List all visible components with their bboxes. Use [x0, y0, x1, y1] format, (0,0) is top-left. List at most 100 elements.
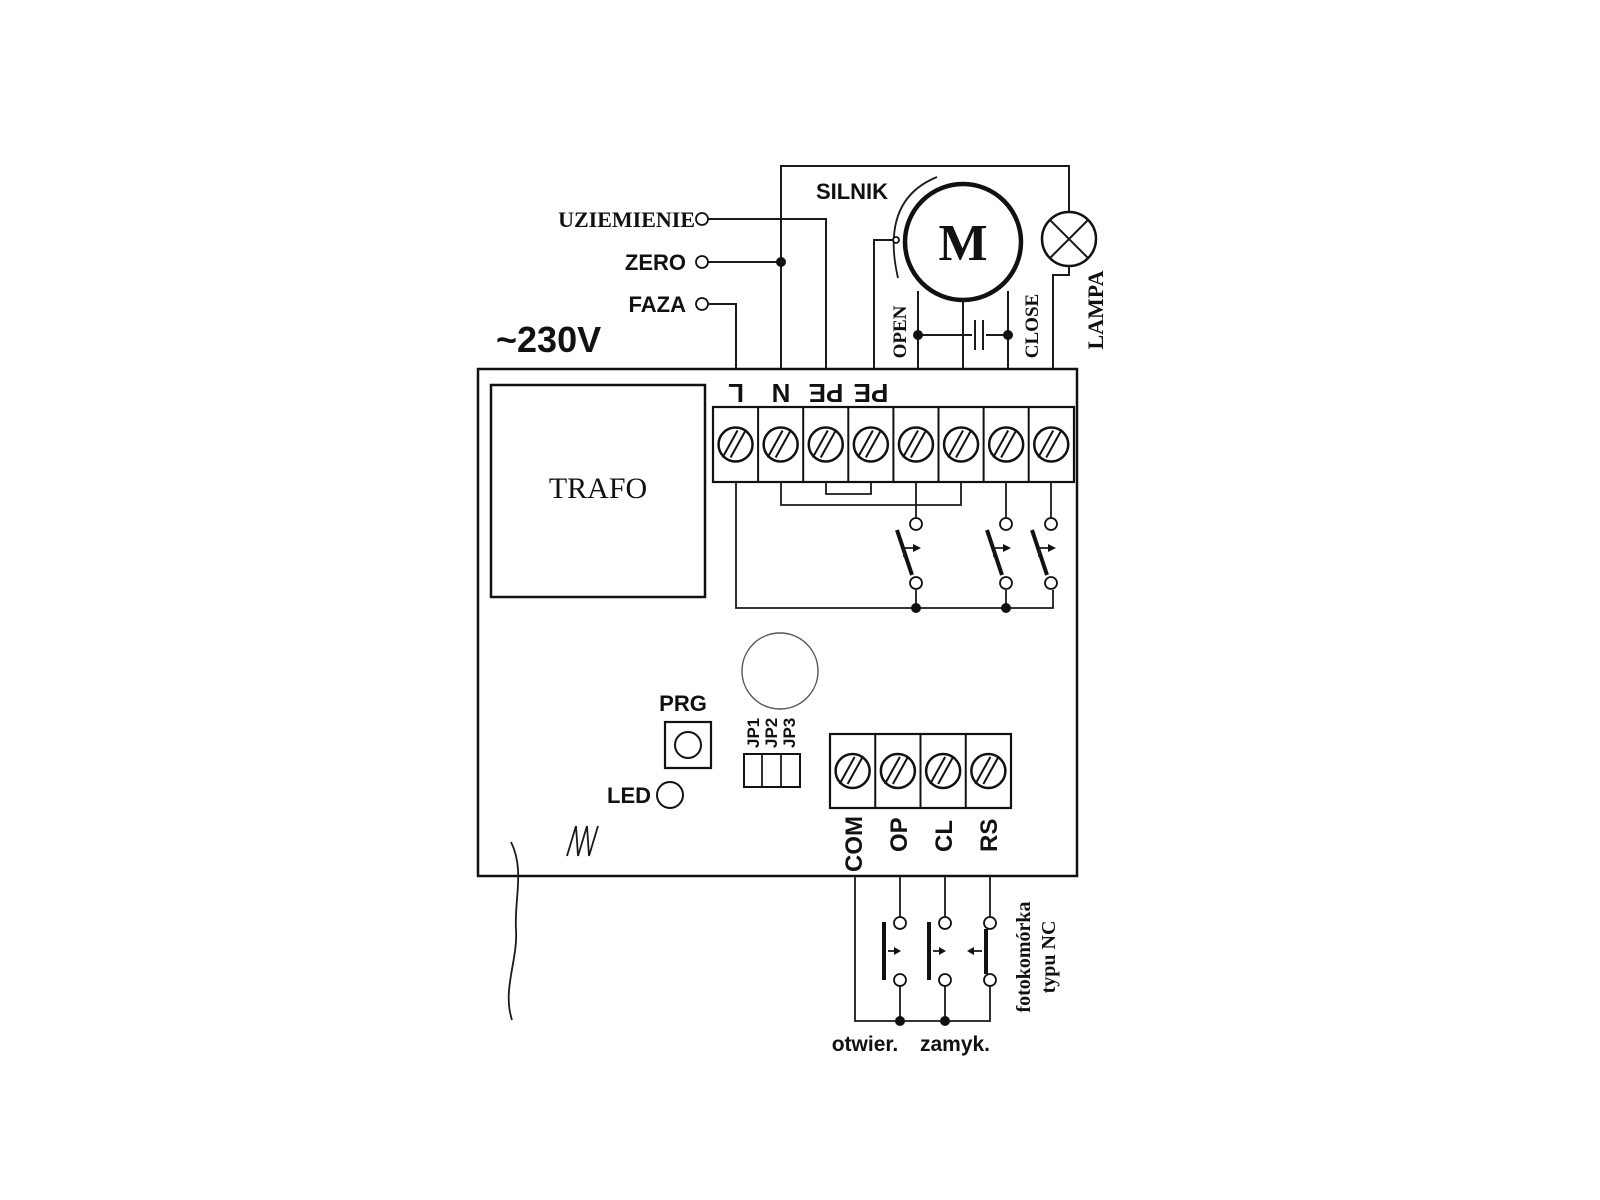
relay-close-arrowhead — [1003, 544, 1011, 552]
power-terminal-screw-slot — [1045, 430, 1063, 458]
power-terminal-screw-slot — [721, 430, 739, 458]
motor-housing-arc — [892, 176, 938, 279]
power-terminal-screw-slot — [729, 430, 747, 458]
terminal-label-pe-2: PE — [854, 378, 889, 408]
power-terminal-screw-slot — [864, 430, 882, 458]
lamp-cross-b — [1049, 219, 1089, 259]
power-terminal-screw-icon[interactable] — [942, 426, 980, 463]
neutral-bus — [780, 482, 962, 506]
relay-open-arrowhead — [913, 544, 921, 552]
power-terminal-screw-icon[interactable] — [1033, 426, 1070, 463]
power-terminal-screw-slot — [819, 430, 837, 458]
relay-lamp-bottom-contact — [1044, 576, 1058, 590]
close-input-label: zamyk. — [920, 1033, 990, 1056]
transformer-label: TRAFO — [549, 472, 647, 505]
com-junction-1 — [895, 1016, 905, 1026]
motor-close-label: CLOSE — [1022, 294, 1043, 358]
earth-terminal — [695, 212, 709, 226]
program-button-knob[interactable] — [674, 731, 702, 759]
power-terminal-screw-slot — [766, 430, 784, 458]
control-terminal-screw-slot — [838, 756, 856, 785]
phase-bus — [735, 482, 1054, 609]
jumper-block — [743, 753, 801, 788]
relay-switches — [895, 517, 1058, 590]
terminal-label-com: COM — [841, 816, 868, 872]
open-button-top-contact — [893, 916, 907, 930]
lamp-label: LAMPA — [1083, 270, 1108, 349]
control-terminal-screw-slot — [892, 756, 909, 785]
close-button-arrowhead — [939, 947, 946, 955]
control-terminal-screw-icon[interactable] — [970, 752, 1007, 790]
power-terminal-labels: L N PE PE — [728, 378, 888, 408]
antenna-wire — [507, 841, 520, 1021]
photocell-top-contact — [983, 916, 997, 930]
jumpers: JP1 JP2 JP3 — [743, 718, 801, 788]
program-button-label: PRG — [659, 691, 707, 716]
relay-close — [985, 517, 1013, 590]
motor: M — [873, 176, 1024, 369]
close-button-top-contact — [938, 916, 952, 930]
power-terminal-screw-slot — [902, 430, 919, 458]
neutral-label: ZERO — [625, 250, 686, 275]
relay-lamp-arrow — [1038, 547, 1052, 557]
lamp — [1040, 210, 1098, 369]
power-terminal-screw-icon[interactable] — [852, 426, 890, 463]
radio-receiver-module — [741, 632, 819, 710]
relay-lamp — [1030, 517, 1058, 590]
control-terminal-strip — [828, 732, 1013, 810]
earth-wire — [708, 218, 827, 369]
neutral-wire — [708, 261, 782, 369]
motor-common-wire — [873, 239, 893, 369]
control-terminal-screw-slot — [929, 756, 946, 785]
control-terminal-screw-icon[interactable] — [879, 752, 917, 790]
photocell-label-line2: typu NC — [1038, 921, 1060, 994]
phase-bus-junction-1 — [911, 603, 921, 613]
power-terminal-screw-icon[interactable] — [762, 426, 799, 463]
power-terminal-screw-icon[interactable] — [897, 426, 935, 463]
control-terminal-screw-slot — [884, 756, 901, 785]
power-terminal-screw-icon[interactable] — [987, 426, 1025, 463]
terminal-label-n: N — [772, 378, 791, 408]
voltage-label: ~230V — [496, 319, 601, 360]
relay-lamp-top-contact — [1044, 517, 1058, 531]
jumper-label-jp2: JP2 — [762, 718, 781, 748]
power-terminal-screw-slot — [774, 430, 792, 458]
com-wire — [854, 876, 991, 1022]
led-indicator — [656, 781, 684, 809]
motor-open-label: OPEN — [890, 305, 911, 358]
program-button[interactable] — [663, 720, 713, 770]
lamp-neutral-wire — [780, 165, 1070, 262]
close-button-bottom-contact — [938, 973, 952, 987]
power-terminal-screw-slot — [955, 430, 972, 458]
transformer-box — [489, 383, 707, 599]
power-terminal-screw-slot — [992, 430, 1010, 458]
open-button-arrowhead — [894, 947, 901, 955]
neutral-terminal — [695, 255, 709, 269]
power-terminal-screw-slot — [947, 430, 964, 458]
open-button-bottom-contact — [893, 973, 907, 987]
close-pushbutton — [927, 916, 952, 987]
terminal-label-pe-1: PE — [809, 378, 844, 408]
terminal-label-rs: RS — [976, 819, 1003, 852]
open-input-label: otwier. — [832, 1033, 899, 1056]
power-terminal-strip — [711, 405, 1076, 484]
open-pushbutton — [882, 916, 907, 987]
power-terminal-screw-icon[interactable] — [807, 426, 844, 463]
lamp-wire — [1052, 266, 1070, 369]
relay-open-top-contact — [909, 517, 923, 531]
photocell-bottom-contact — [983, 973, 997, 987]
power-terminal-screw-icon[interactable] — [717, 426, 754, 463]
com-junction-2 — [940, 1016, 950, 1026]
control-terminal-screw-icon[interactable] — [834, 752, 871, 790]
control-terminal-screw-slot — [982, 756, 1000, 785]
control-terminal-screw-slot — [937, 756, 954, 785]
terminal-label-cl: CL — [931, 820, 958, 852]
photocell-contact — [967, 916, 997, 987]
control-terminal-screw-icon[interactable] — [924, 752, 962, 790]
board-wiring — [735, 482, 1054, 613]
led-label: LED — [607, 783, 651, 808]
jumper-label-jp3: JP3 — [780, 718, 799, 748]
phase-wire — [708, 303, 737, 369]
relay-open-arrow — [903, 547, 917, 557]
